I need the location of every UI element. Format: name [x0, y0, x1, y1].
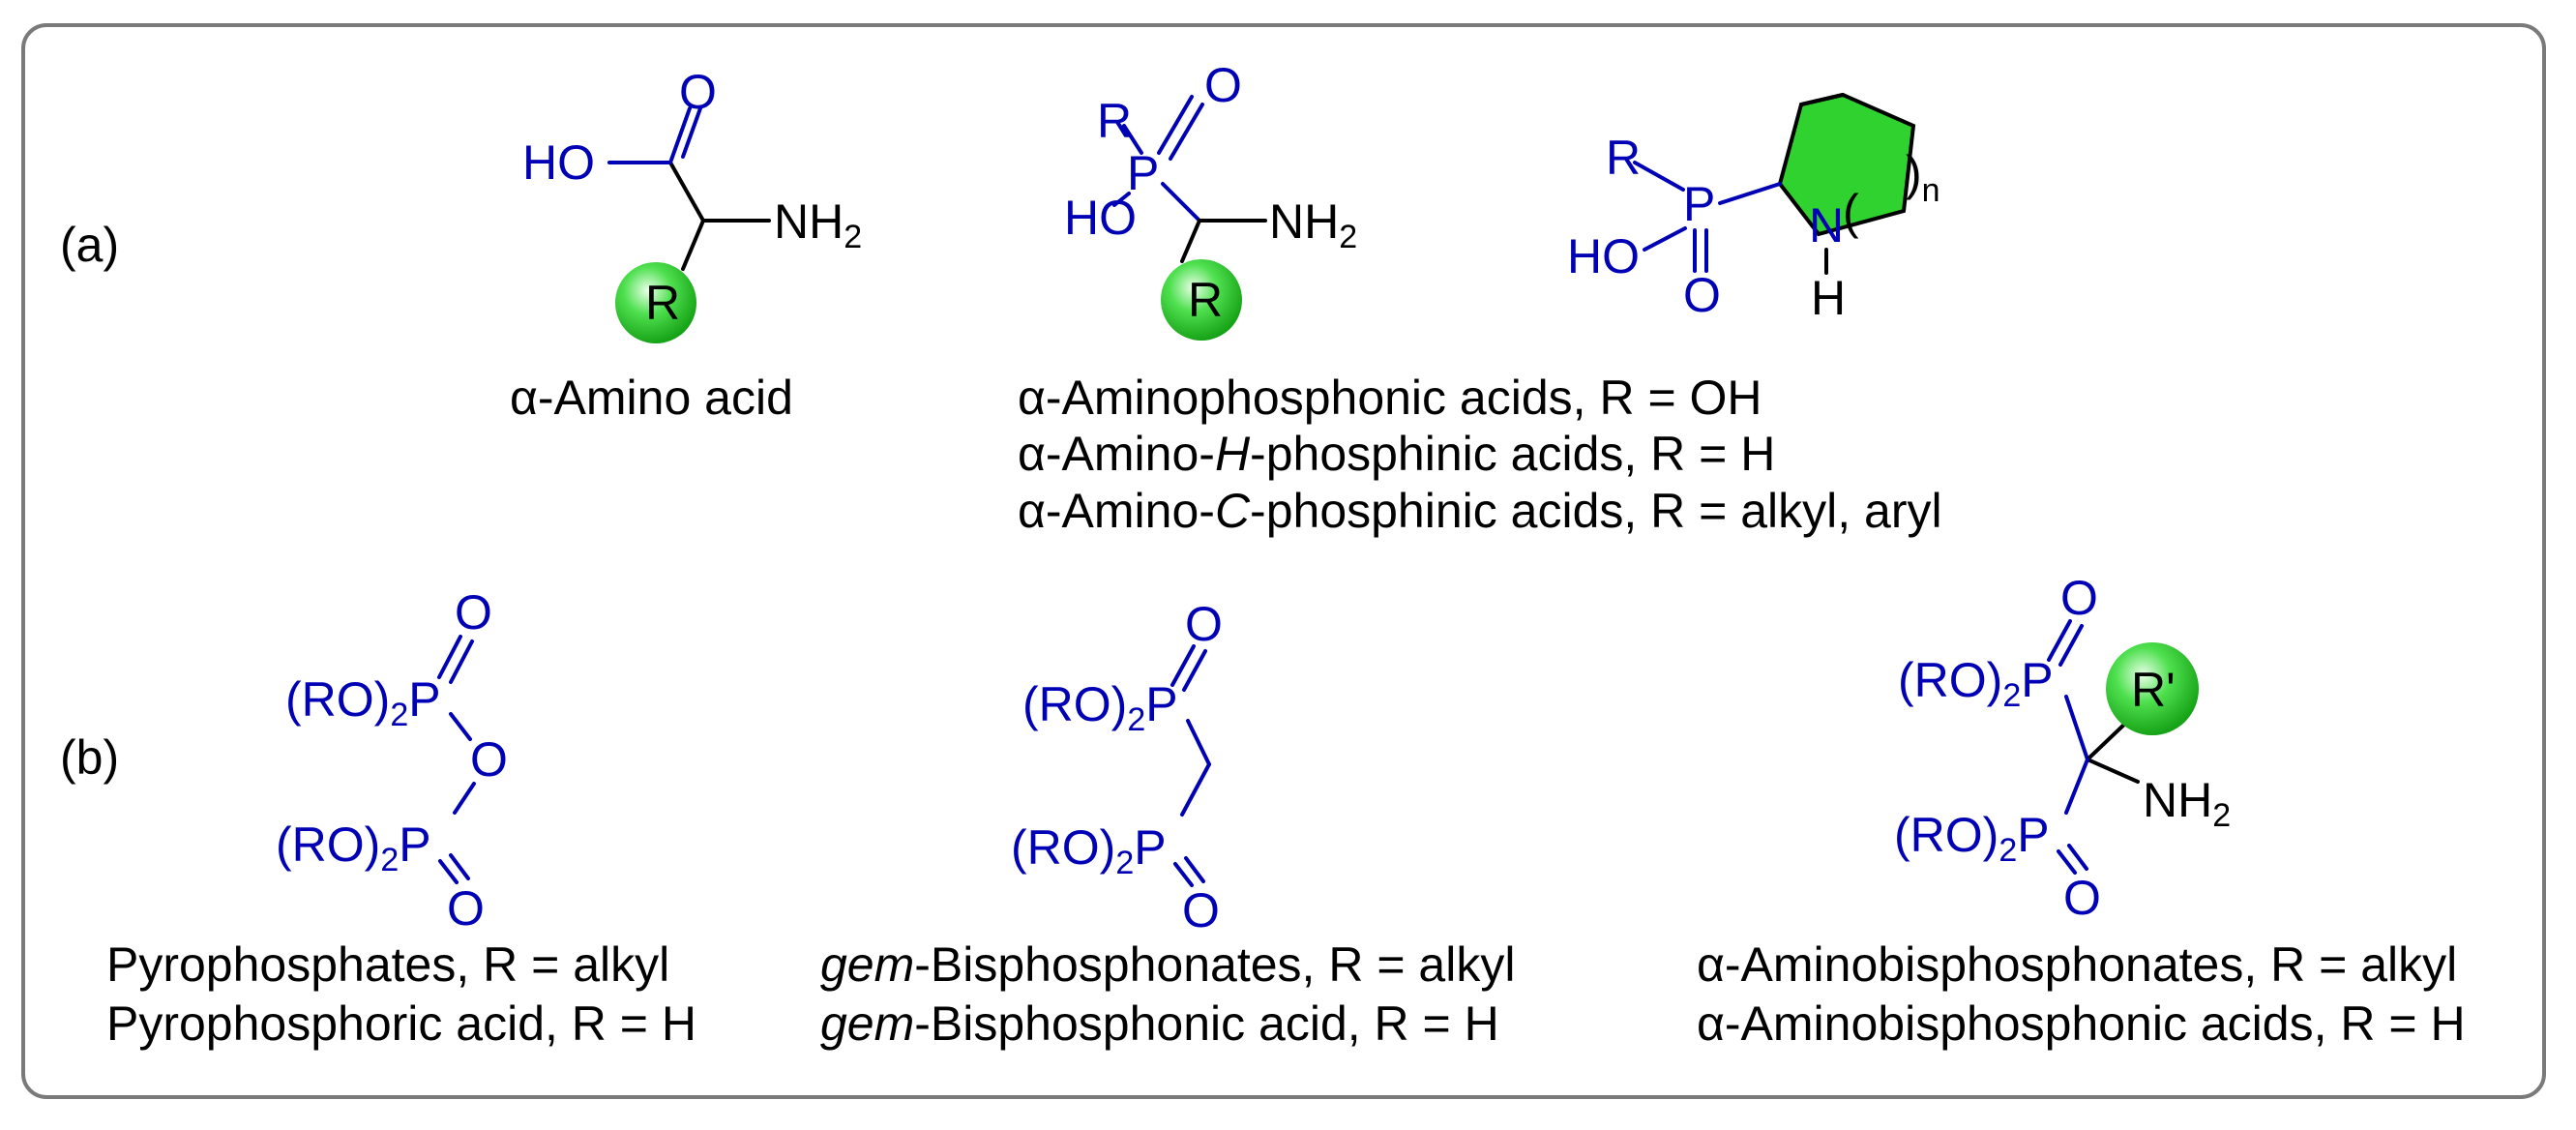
r-prime-group-sphere: [2106, 642, 2199, 735]
atom-label: O: [2060, 571, 2098, 625]
atom-label: O: [1185, 597, 1223, 651]
figure-frame: [21, 23, 2546, 1099]
atom-label: P: [1127, 146, 1159, 200]
atom-label: O: [1182, 883, 1220, 937]
atom-label: O: [1683, 268, 1721, 322]
atom-label: NH2: [2143, 773, 2231, 834]
atom-label: O: [470, 732, 508, 787]
caption-gem-bisphosphonic: gem-Bisphosphonic acid, R = H: [820, 996, 1499, 1051]
cyclic-phosphinic-structure: R P HO O N H ( )n: [1567, 92, 1940, 325]
atom-label: (RO)2P: [1898, 653, 2054, 714]
atom-label: HO: [522, 135, 595, 190]
aminobisphosphonate-structure: O (RO)2P R' NH2 (RO)2P O: [1894, 571, 2231, 925]
atom-label: O: [679, 65, 717, 119]
pyrophosphate-structure: O (RO)2P O (RO)2P O: [276, 585, 508, 936]
r-prime-label: R': [2131, 663, 2176, 717]
caption-pyrophosphates: Pyrophosphates, R = alkyl: [106, 937, 669, 992]
atom-label: (RO)2P: [1894, 808, 2050, 869]
atom-label: (RO)2P: [285, 672, 441, 733]
panel-label-a: (a): [60, 218, 119, 272]
atom-label: H: [1811, 271, 1846, 325]
r-group-sphere: [615, 262, 696, 343]
caption-aminobisphosphonic: α-Aminobisphosphonic acids, R = H: [1697, 996, 2466, 1051]
caption-h-phosphinic: α-Amino-H-phosphinic acids, R = H: [1018, 427, 1775, 481]
caption-amino-acid: α-Amino acid: [510, 371, 793, 425]
caption-aminophosphonic: α-Aminophosphonic acids, R = OH: [1018, 371, 1762, 425]
bisphosphonate-structure: O (RO)2P (RO)2P O: [1011, 597, 1223, 937]
amino-acid-structure: HO O NH2 R: [522, 65, 862, 343]
atom-label: NH2: [774, 194, 862, 255]
paren-open: (: [1843, 185, 1859, 239]
atom-label: O: [447, 881, 485, 936]
atom-label: NH2: [1269, 194, 1357, 255]
atom-label: O: [1204, 58, 1242, 112]
caption-c-phosphinic: α-Amino-C-phosphinic acids, R = alkyl, a…: [1018, 484, 1942, 538]
atom-label: O: [455, 585, 492, 639]
paren-close: )n: [1906, 146, 1940, 209]
atom-label: O: [2063, 871, 2101, 925]
r-label: R: [645, 276, 680, 330]
atom-label: R: [1097, 94, 1132, 148]
r-label: R: [1188, 273, 1223, 327]
caption-gem-bisphosphonates: gem-Bisphosphonates, R = alkyl: [820, 937, 1515, 992]
r-group-sphere: [1161, 259, 1242, 341]
atom-label: (RO)2P: [1022, 677, 1178, 738]
atom-label: HO: [1064, 191, 1137, 245]
atom-label: P: [1683, 177, 1715, 231]
atom-label: N: [1809, 198, 1844, 253]
atom-label: R: [1606, 131, 1641, 185]
caption-pyrophosphoric: Pyrophosphoric acid, R = H: [106, 996, 696, 1051]
atom-label: (RO)2P: [1011, 820, 1167, 881]
atom-label: (RO)2P: [276, 818, 431, 878]
panel-label-b: (b): [60, 730, 119, 785]
caption-aminobisphosphonates: α-Aminobisphosphonates, R = alkyl: [1697, 937, 2457, 992]
atom-label: HO: [1567, 229, 1640, 283]
aminophosphonic-structure: R O P HO R NH2: [1064, 58, 1357, 341]
